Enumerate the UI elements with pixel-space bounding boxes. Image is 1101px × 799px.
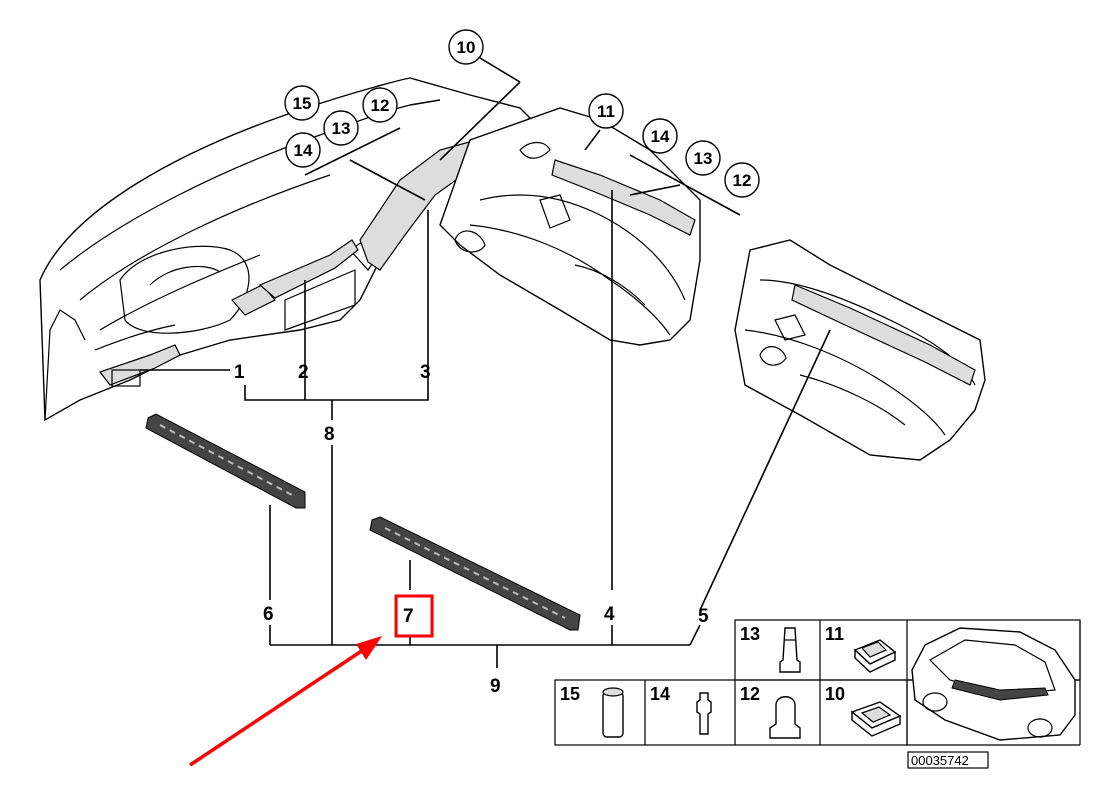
- clip-14-drawing: [696, 692, 712, 735]
- table-cell-15-label: 15: [560, 684, 580, 704]
- highlight-box: [394, 594, 434, 638]
- svg-text:12: 12: [733, 171, 752, 190]
- callout-14-dash: 14: [285, 132, 321, 168]
- label-1: 1: [234, 362, 245, 383]
- svg-text:15: 15: [293, 94, 312, 113]
- clip-12-drawing: [769, 696, 801, 739]
- svg-text:13: 13: [694, 149, 713, 168]
- callout-10: 10: [448, 29, 484, 65]
- parts-table: 13 11 15 14 12 10: [554, 619, 1081, 769]
- clip-13-drawing: [779, 627, 801, 673]
- callout-12-dash: 12: [362, 87, 398, 123]
- car-thumbnail: [911, 627, 1076, 741]
- table-cell-14-label: 14: [650, 684, 670, 704]
- label-7: 7: [403, 606, 414, 627]
- clip-15-drawing: [602, 687, 624, 738]
- label-6: 6: [263, 604, 274, 625]
- diagram-reference-number: 00035742: [911, 753, 969, 768]
- svg-text:12: 12: [371, 96, 390, 115]
- table-cell-12-label: 12: [740, 684, 760, 704]
- clip-10-drawing: [850, 701, 902, 737]
- leader-lines: [140, 57, 831, 668]
- sill-strip-7: [369, 516, 581, 631]
- label-3: 3: [420, 362, 431, 383]
- clip-11-drawing: [853, 639, 897, 673]
- table-cell-10-label: 10: [825, 684, 845, 704]
- label-9: 9: [490, 676, 501, 697]
- svg-text:14: 14: [294, 141, 313, 160]
- red-arrow-head: [356, 636, 382, 660]
- svg-text:13: 13: [332, 119, 351, 138]
- circled-callouts: 10 15 12 13 14 11 14 13: [284, 29, 760, 198]
- label-8: 8: [324, 424, 335, 445]
- red-arrow-shaft: [189, 646, 367, 767]
- table-cell-13-label: 13: [740, 624, 760, 644]
- highlight-annotation: [189, 594, 434, 767]
- callout-12-door: 12: [724, 162, 760, 198]
- callout-labels: 1 2 3 8 6 7 4 5 9: [234, 362, 709, 697]
- svg-text:11: 11: [597, 102, 615, 121]
- callout-11-door: 11: [588, 93, 624, 129]
- svg-text:14: 14: [651, 127, 670, 146]
- callout-14-door: 14: [642, 118, 678, 154]
- dashboard-panel: [39, 77, 532, 422]
- sill-strip-6: [145, 413, 306, 509]
- svg-text:10: 10: [457, 38, 476, 57]
- label-2: 2: [298, 362, 309, 383]
- rear-door-panel: [734, 239, 986, 461]
- callout-13-dash: 13: [323, 110, 359, 146]
- label-4: 4: [604, 604, 615, 625]
- callout-15-dash: 15: [284, 85, 320, 121]
- callout-13-door: 13: [685, 140, 721, 176]
- label-5: 5: [698, 606, 709, 627]
- table-cell-11-label: 11: [825, 624, 844, 644]
